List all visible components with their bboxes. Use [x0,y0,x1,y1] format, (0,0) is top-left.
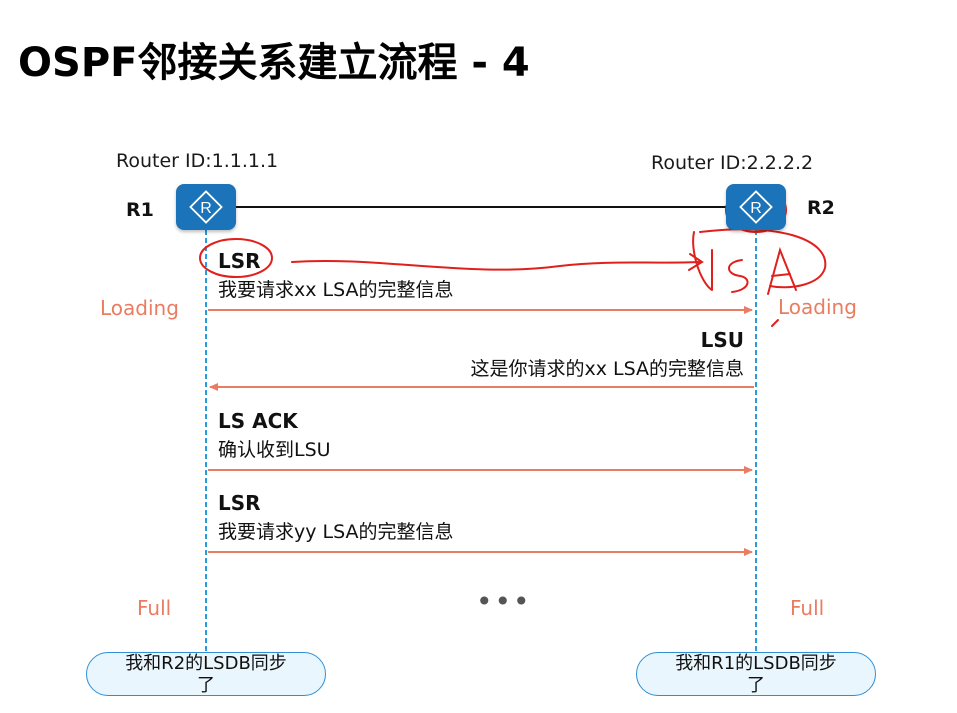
message-title: LSU [700,328,744,352]
lsr-circle [199,238,273,278]
annotation-scribble-l [692,231,713,291]
r1-full-state: Full [137,596,172,620]
annotation-swoosh [699,228,827,289]
router-icon: R [189,190,223,224]
bubble-line-2: 了 [747,675,765,696]
message-title: LS ACK [218,409,298,433]
message-desc: 我要请求yy LSA的完整信息 [218,521,454,543]
annotation-scribble-a [767,246,797,295]
message-title: LSR [218,249,261,273]
r2-loading-state: Loading [778,295,857,319]
r1-router-icon: R [176,184,236,230]
svg-text:R: R [200,200,212,217]
annotation-tick [771,319,779,327]
page-title: OSPF邻接关系建立流程 - 4 [18,40,530,86]
ellipsis: ••• [476,585,532,618]
r2-full-state: Full [790,596,825,620]
annotation-scribble-s [728,259,749,293]
bubble-line-2: 了 [197,675,215,696]
message-desc: 这是你请求的xx LSA的完整信息 [470,358,744,380]
svg-text:R: R [750,200,762,217]
r1-label: R1 [126,199,154,221]
r2-label: R2 [807,197,835,219]
router-icon: R [739,190,773,224]
r2-router-icon: R [726,184,786,230]
message-title: LSR [218,491,261,515]
message-desc: 确认收到LSU [218,439,331,461]
bubble-line-1: 我和R2的LSDB同步 [125,653,287,674]
bubble-line-1: 我和R1的LSDB同步 [675,653,837,674]
r1-loading-state: Loading [100,296,179,320]
r2-router-id: Router ID:2.2.2.2 [651,152,814,174]
annotation-arrow-line [291,259,701,271]
r1-router-id: Router ID:1.1.1.1 [116,150,279,172]
r2-sync-bubble: 我和R1的LSDB同步 了 [636,652,876,696]
message-desc: 我要请求xx LSA的完整信息 [218,279,454,301]
r1-sync-bubble: 我和R2的LSDB同步 了 [86,652,326,696]
